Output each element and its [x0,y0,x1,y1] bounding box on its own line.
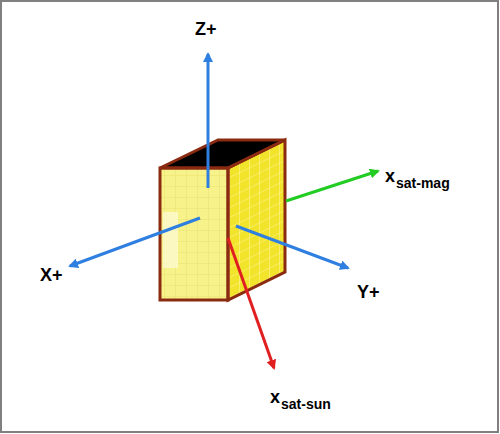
vector-label: x [270,388,280,406]
y-face [228,140,285,300]
vector-subscript: sat-sun [281,397,331,411]
y-axis [236,226,348,268]
z-face [160,140,285,168]
axis-label: Z+ [195,20,217,38]
x-axis [70,218,200,266]
axis-label: Y+ [357,283,380,301]
x-face [160,168,228,300]
axis-label: X+ [40,266,63,284]
z-axis [207,54,210,188]
sun-vector [228,238,274,368]
vector-label: x [385,167,395,185]
mag-vector [286,171,378,201]
vector-subscript: sat-mag [396,176,450,190]
